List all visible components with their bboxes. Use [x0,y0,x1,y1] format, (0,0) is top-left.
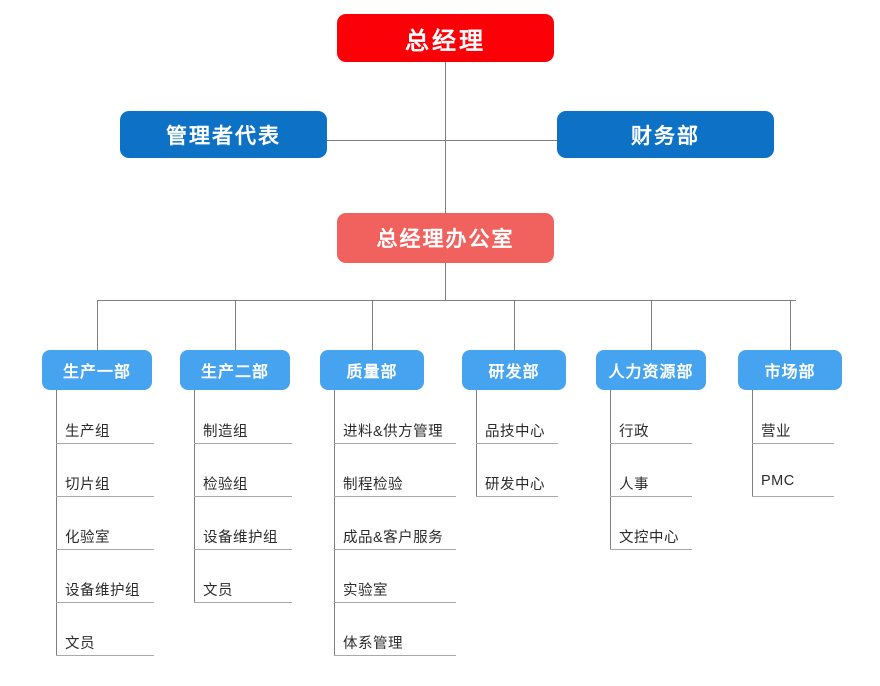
node-finance-department[interactable]: 财务部 [557,111,774,158]
department-box-4[interactable]: 研发部 [462,350,566,390]
sub-item-underline [610,443,692,444]
sub-item[interactable]: 文员 [65,636,95,652]
sub-item[interactable]: 成品&客户服务 [343,530,444,546]
sub-item[interactable]: 设备维护组 [203,530,278,546]
sub-item-underline [752,443,834,444]
connector-drop-dept-3 [372,300,373,350]
sub-item[interactable]: 营业 [761,424,791,440]
connector-spine-dept-1 [56,390,57,656]
connector-exec-to-office [445,140,446,214]
department-label: 生产二部 [200,364,269,381]
sub-item-underline [334,549,456,550]
node-management-representative[interactable]: 管理者代表 [120,111,327,158]
sub-item[interactable]: 设备维护组 [65,583,140,599]
sub-item-underline [610,549,692,550]
sub-item-underline [194,602,292,603]
sub-item-underline [194,496,292,497]
sub-item[interactable]: 制程检验 [343,477,403,493]
sub-item-underline [476,443,558,444]
sub-item[interactable]: 生产组 [65,424,110,440]
connector-ceo-down [445,62,446,140]
sub-item[interactable]: 实验室 [343,583,388,599]
sub-item[interactable]: 品技中心 [485,424,545,440]
department-box-5[interactable]: 人力资源部 [596,350,706,390]
sub-item[interactable]: 化验室 [65,530,110,546]
sub-item-underline [56,443,154,444]
sub-item-underline [194,443,292,444]
sub-item[interactable]: 研发中心 [485,477,545,493]
sub-item-underline [476,496,558,497]
sub-item-underline [334,655,456,656]
connector-drop-dept-1 [97,300,98,350]
connector-department-bus [97,300,796,301]
department-box-6[interactable]: 市场部 [738,350,842,390]
department-label: 质量部 [346,364,398,381]
department-label: 市场部 [764,364,816,381]
sub-item-underline [334,496,456,497]
connector-drop-dept-5 [651,300,652,350]
connector-exec-bar [327,140,557,141]
node-general-manager-office[interactable]: 总经理办公室 [337,213,554,263]
sub-item-underline [56,496,154,497]
sub-item-underline [56,602,154,603]
sub-item-underline [56,549,154,550]
sub-item[interactable]: PMC [761,473,795,489]
connector-drop-dept-2 [235,300,236,350]
connector-spine-dept-3 [334,390,335,656]
sub-item[interactable]: 切片组 [65,477,110,493]
node-general-manager[interactable]: 总经理 [337,14,554,62]
sub-item[interactable]: 行政 [619,424,649,440]
department-box-1[interactable]: 生产一部 [42,350,152,390]
sub-item[interactable]: 体系管理 [343,636,403,652]
sub-item-underline [334,443,456,444]
connector-drop-dept-6 [790,300,791,350]
sub-item[interactable]: 人事 [619,477,649,493]
sub-item-underline [334,602,456,603]
department-box-2[interactable]: 生产二部 [180,350,290,390]
department-label: 人力资源部 [608,364,694,381]
connector-office-down [445,263,446,301]
sub-item-underline [194,549,292,550]
department-label: 研发部 [488,364,540,381]
sub-item[interactable]: 进料&供方管理 [343,424,444,440]
connector-drop-dept-4 [514,300,515,350]
sub-item[interactable]: 文员 [203,583,233,599]
department-box-3[interactable]: 质量部 [320,350,424,390]
sub-item[interactable]: 文控中心 [619,530,679,546]
sub-item[interactable]: 检验组 [203,477,248,493]
sub-item[interactable]: 制造组 [203,424,248,440]
sub-item-underline [610,496,692,497]
department-label: 生产一部 [62,364,131,381]
sub-item-underline [56,655,154,656]
connector-spine-dept-5 [610,390,611,550]
sub-item-underline [752,496,834,497]
